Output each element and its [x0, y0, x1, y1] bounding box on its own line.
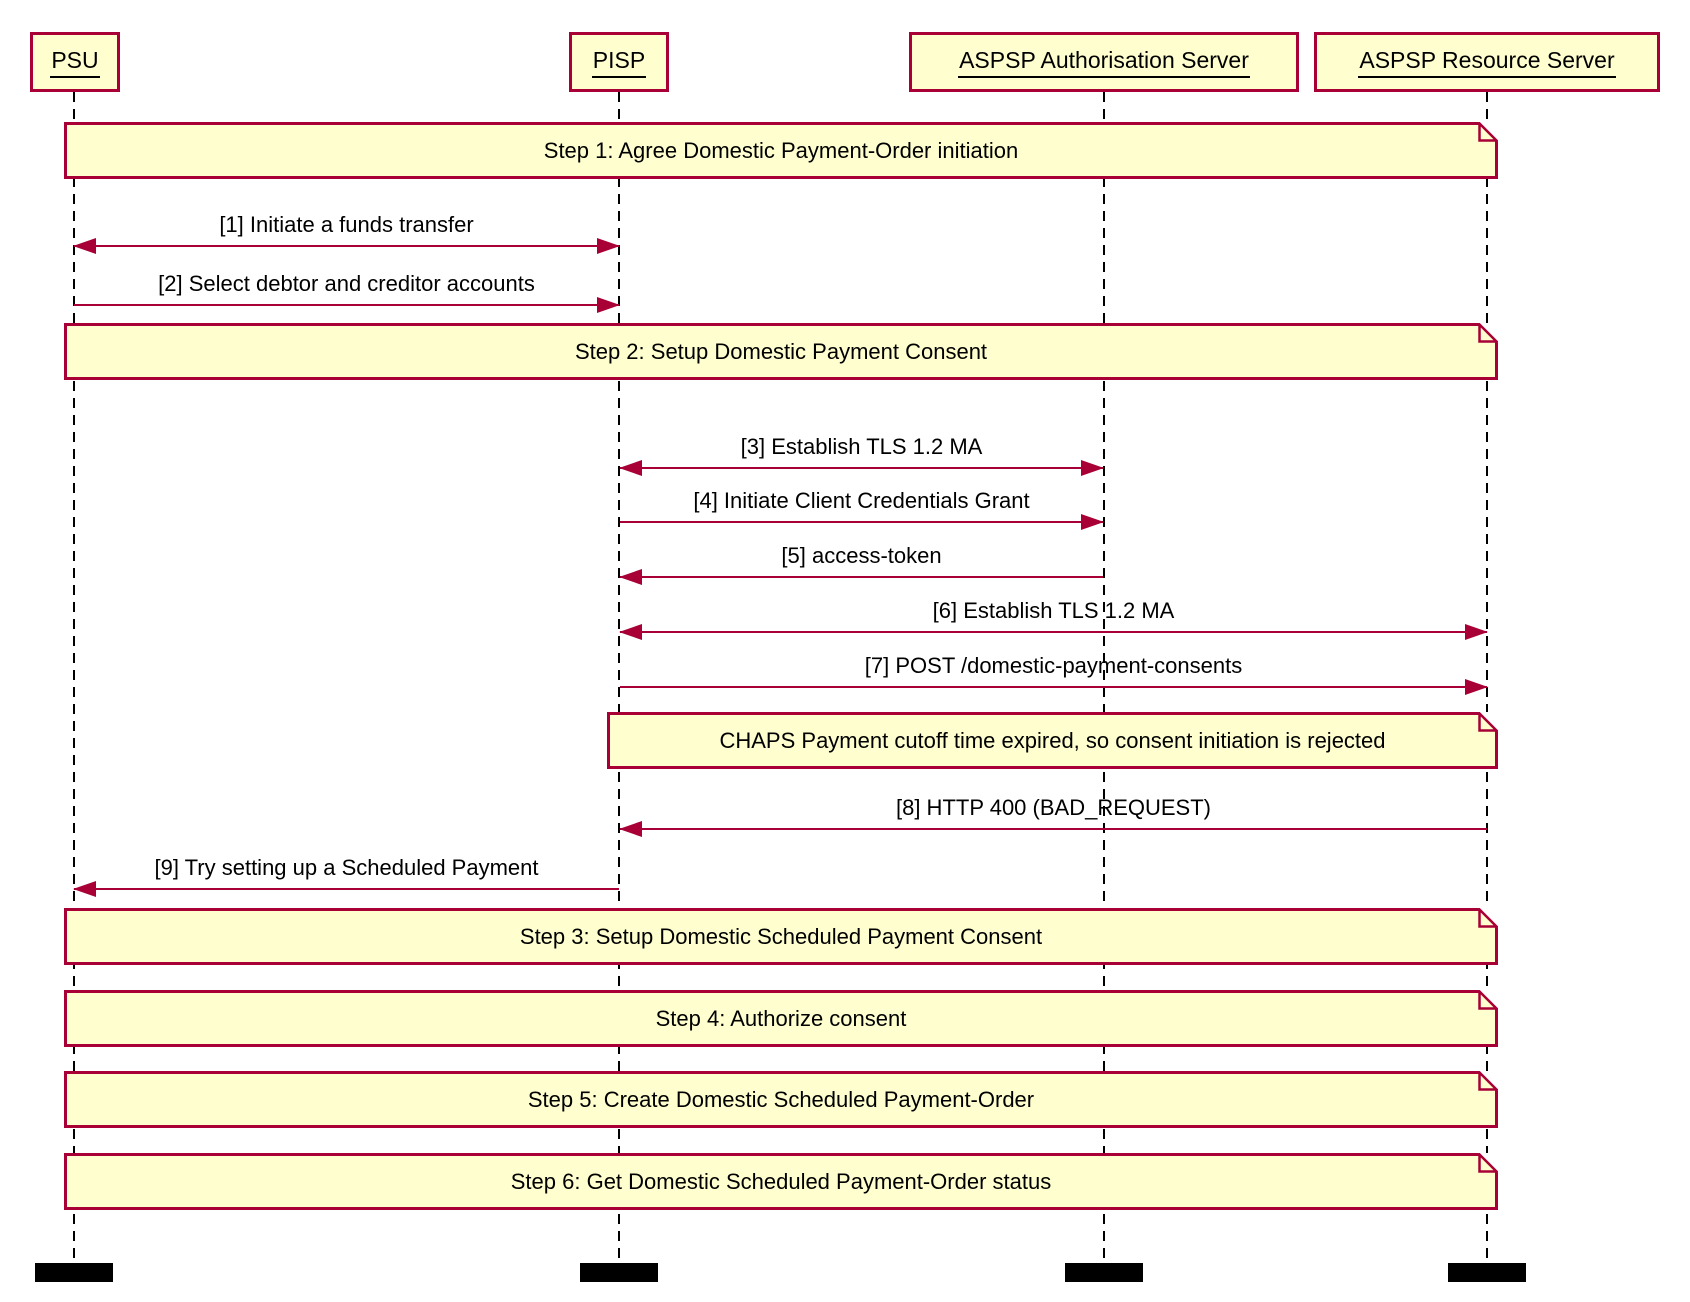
message-arrow [619, 821, 1487, 837]
arrowhead-left-icon [73, 238, 96, 254]
message-arrow [619, 569, 1103, 585]
message-arrow [73, 238, 620, 254]
note-step-2: Step 2: Setup Domestic Payment Consent [64, 323, 1498, 380]
message-label: [8] HTTP 400 (BAD_REQUEST) [895, 795, 1211, 820]
message-7-post-domestic-payment-consents: [7] POST /domestic-payment-consents [620, 650, 1488, 695]
arrowhead-right-icon [1465, 679, 1488, 695]
message-label: [7] POST /domestic-payment-consents [864, 653, 1243, 678]
step-label: Step 5: Create Domestic Scheduled Paymen… [527, 1086, 1035, 1112]
message-label: [5] access-token [781, 543, 942, 568]
note-fold-icon [1478, 323, 1498, 343]
arrowhead-left-icon [619, 624, 642, 640]
message-label: [6] Establish TLS 1.2 MA [932, 598, 1175, 623]
participant-psu: PSU [30, 32, 120, 92]
note-fold-icon [1478, 122, 1498, 142]
arrowhead-left-icon [619, 460, 642, 476]
message-8-http-400: [8] HTTP 400 (BAD_REQUEST) [619, 792, 1487, 837]
message-arrow [73, 881, 619, 897]
participant-pisp: PISP [569, 32, 669, 92]
participant-aspsp-authorisation-server: ASPSP Authorisation Server [909, 32, 1299, 92]
note-fold-icon [1478, 1071, 1498, 1091]
step-label: Step 6: Get Domestic Scheduled Payment-O… [510, 1168, 1052, 1194]
message-5-access-token: [5] access-token [619, 540, 1103, 585]
message-label: [1] Initiate a funds transfer [219, 212, 474, 237]
participant-name: ASPSP Authorisation Server [958, 47, 1250, 78]
note-step-4: Step 4: Authorize consent [64, 990, 1498, 1047]
terminator-bar-psu [35, 1263, 113, 1282]
lifeline-aspsp-authorisation-server [1103, 92, 1105, 1264]
note-step-1: Step 1: Agree Domestic Payment-Order ini… [64, 122, 1498, 179]
participant-name: PSU [50, 47, 100, 78]
lifeline-psu [73, 92, 75, 1264]
message-label: [4] Initiate Client Credentials Grant [693, 488, 1030, 513]
message-1-initiate-funds-transfer: [1] Initiate a funds transfer [73, 209, 620, 254]
message-3-establish-tls: [3] Establish TLS 1.2 MA [619, 431, 1104, 476]
arrowhead-right-icon [597, 297, 620, 313]
message-arrow [620, 514, 1104, 530]
message-arrow [619, 624, 1488, 640]
participant-name: ASPSP Resource Server [1358, 47, 1616, 78]
step-label: Step 1: Agree Domestic Payment-Order ini… [543, 137, 1019, 163]
message-label: [2] Select debtor and creditor accounts [158, 271, 535, 296]
note-fold-icon [1478, 712, 1498, 732]
message-label: [3] Establish TLS 1.2 MA [740, 434, 983, 459]
note-step-3: Step 3: Setup Domestic Scheduled Payment… [64, 908, 1498, 965]
note-fold-icon [1478, 908, 1498, 928]
terminator-bar-aspsp-authorisation-server [1065, 1263, 1143, 1282]
step-label: Step 2: Setup Domestic Payment Consent [574, 338, 988, 364]
note-fold-icon [1478, 1153, 1498, 1173]
note-text: CHAPS Payment cutoff time expired, so co… [719, 727, 1386, 753]
message-arrow [619, 460, 1104, 476]
arrowhead-left-icon [619, 569, 642, 585]
note-step-6: Step 6: Get Domestic Scheduled Payment-O… [64, 1153, 1498, 1210]
note-chaps-rejection: CHAPS Payment cutoff time expired, so co… [607, 712, 1498, 769]
message-6-establish-tls: [6] Establish TLS 1.2 MA [619, 595, 1488, 640]
terminator-bar-aspsp-resource-server [1448, 1263, 1526, 1282]
arrowhead-right-icon [1081, 514, 1104, 530]
participant-aspsp-resource-server: ASPSP Resource Server [1314, 32, 1660, 92]
message-2-select-accounts: [2] Select debtor and creditor accounts [74, 268, 620, 313]
message-label: [9] Try setting up a Scheduled Payment [154, 855, 539, 880]
note-fold-icon [1478, 990, 1498, 1010]
step-label: Step 4: Authorize consent [655, 1005, 907, 1031]
participant-name: PISP [591, 47, 647, 78]
lifeline-aspsp-resource-server [1486, 92, 1488, 1264]
arrowhead-left-icon [73, 881, 96, 897]
terminator-bar-pisp [580, 1263, 658, 1282]
message-arrow [620, 679, 1488, 695]
message-9-try-scheduled-payment: [9] Try setting up a Scheduled Payment [73, 852, 619, 897]
note-step-5: Step 5: Create Domestic Scheduled Paymen… [64, 1071, 1498, 1128]
arrowhead-right-icon [1081, 460, 1104, 476]
lifeline-pisp [618, 92, 620, 1264]
arrowhead-right-icon [1465, 624, 1488, 640]
step-label: Step 3: Setup Domestic Scheduled Payment… [519, 923, 1043, 949]
message-4-client-credentials-grant: [4] Initiate Client Credentials Grant [620, 485, 1104, 530]
arrowhead-right-icon [597, 238, 620, 254]
message-arrow [74, 297, 620, 313]
arrowhead-left-icon [619, 821, 642, 837]
